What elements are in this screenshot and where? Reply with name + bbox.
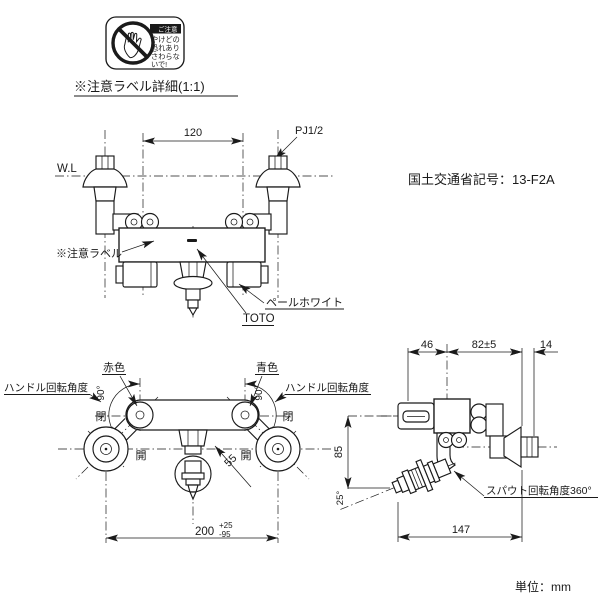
dim-82: 82±5 <box>447 339 522 356</box>
open-label-right: 開 <box>241 449 252 462</box>
right-inlet <box>224 155 301 235</box>
warning-triangle-icon <box>150 25 158 32</box>
caution-ref-label: ※注意ラベル <box>56 246 122 260</box>
caution-detail-caption: ※注意ラベル詳細(1:1) <box>74 79 205 94</box>
right-joint <box>231 401 259 429</box>
no-touch-hand-icon <box>111 21 155 65</box>
red-handle-label: 赤色 <box>103 360 125 374</box>
side-connector <box>485 403 504 437</box>
dim-147-value: 147 <box>452 524 470 536</box>
dim-pitch-200: 200 +25 -95 <box>106 521 278 542</box>
wall-flange <box>503 425 522 469</box>
caution-label-detail: ご注意 やけどの 恐れあり さわらな いで! ※注意ラベル詳細(1:1) <box>74 16 238 97</box>
caution-label-text: ご注意 やけどの 恐れあり さわらな いで! <box>150 24 181 69</box>
caution-header: ご注意 <box>158 25 178 34</box>
right-handle-knob <box>255 426 301 472</box>
hose-spout <box>340 458 456 510</box>
spout-rotation-label: スパウト回転角度360° <box>486 484 592 497</box>
caution-line-1: やけどの <box>151 35 180 44</box>
dim-14-value: 14 <box>540 339 552 351</box>
thread-label: PJ1/2 <box>295 125 323 137</box>
dim-85: 85 25° <box>333 416 390 505</box>
dim-85-value: 85 <box>333 446 345 458</box>
right-handle <box>226 261 269 288</box>
closed-label-right: 閉 <box>283 410 294 423</box>
spout-tilt-angle: 25° <box>335 491 346 506</box>
check-valve-lower <box>470 416 488 434</box>
dim-120-value: 120 <box>184 127 202 139</box>
handle-angle-label-left: ハンドル回転角度 <box>4 381 88 394</box>
closed-label-left: 閉 <box>96 410 107 423</box>
angle-90-left: 90° <box>96 385 107 400</box>
blue-handle-label: 青色 <box>256 360 278 374</box>
brand-label: TOTO <box>243 313 275 325</box>
left-inlet <box>82 155 160 235</box>
left-handle <box>115 261 158 288</box>
angle-90-right: 90° <box>254 385 265 400</box>
dim-14: 14 <box>510 339 558 356</box>
left-handle-knob <box>83 426 129 472</box>
left-joint <box>126 401 154 429</box>
dim-pitch-120: 120 <box>143 127 243 145</box>
side-handle <box>397 402 435 430</box>
color-label: ペールホワイト <box>266 296 343 309</box>
caution-line-2: 恐れあり <box>151 44 180 53</box>
dim-46: 46 <box>408 339 447 356</box>
wall-nut <box>520 436 539 458</box>
front-view: W.L 120 PJ1/2 <box>55 125 344 326</box>
dim-55-value: 55 <box>222 452 239 469</box>
rotation-view: 赤色 青色 ハンドル回転角度 ハンドル回転角度 90° 90° 閉 閉 開 開 … <box>4 360 371 543</box>
ministry-code: 国土交通省記号：13-F2A <box>408 172 555 187</box>
units-note: 単位：mm <box>515 579 571 594</box>
brand-mark <box>187 239 197 242</box>
dim-200-tol-minus: -95 <box>219 530 231 539</box>
side-valve-body <box>433 398 471 434</box>
open-label-left: 開 <box>136 449 147 462</box>
caution-line-3: さわらな <box>151 52 180 61</box>
dim-147: 147 <box>397 470 523 542</box>
water-line-label: W.L <box>57 163 77 175</box>
handle-angle-label-right: ハンドル回転角度 <box>285 381 369 394</box>
faucet-body <box>118 227 266 263</box>
dim-200-value: 200 <box>195 526 214 538</box>
dim-200-tol-plus: +25 <box>219 521 233 530</box>
side-view: 46 82±5 14 <box>333 339 598 542</box>
dim-82-value: 82±5 <box>472 339 496 351</box>
spout-front <box>173 261 213 317</box>
dim-55-leader <box>214 445 252 488</box>
dim-46-value: 46 <box>421 339 433 351</box>
spout-bottom <box>174 429 212 501</box>
caution-line-4: いで! <box>151 60 167 69</box>
